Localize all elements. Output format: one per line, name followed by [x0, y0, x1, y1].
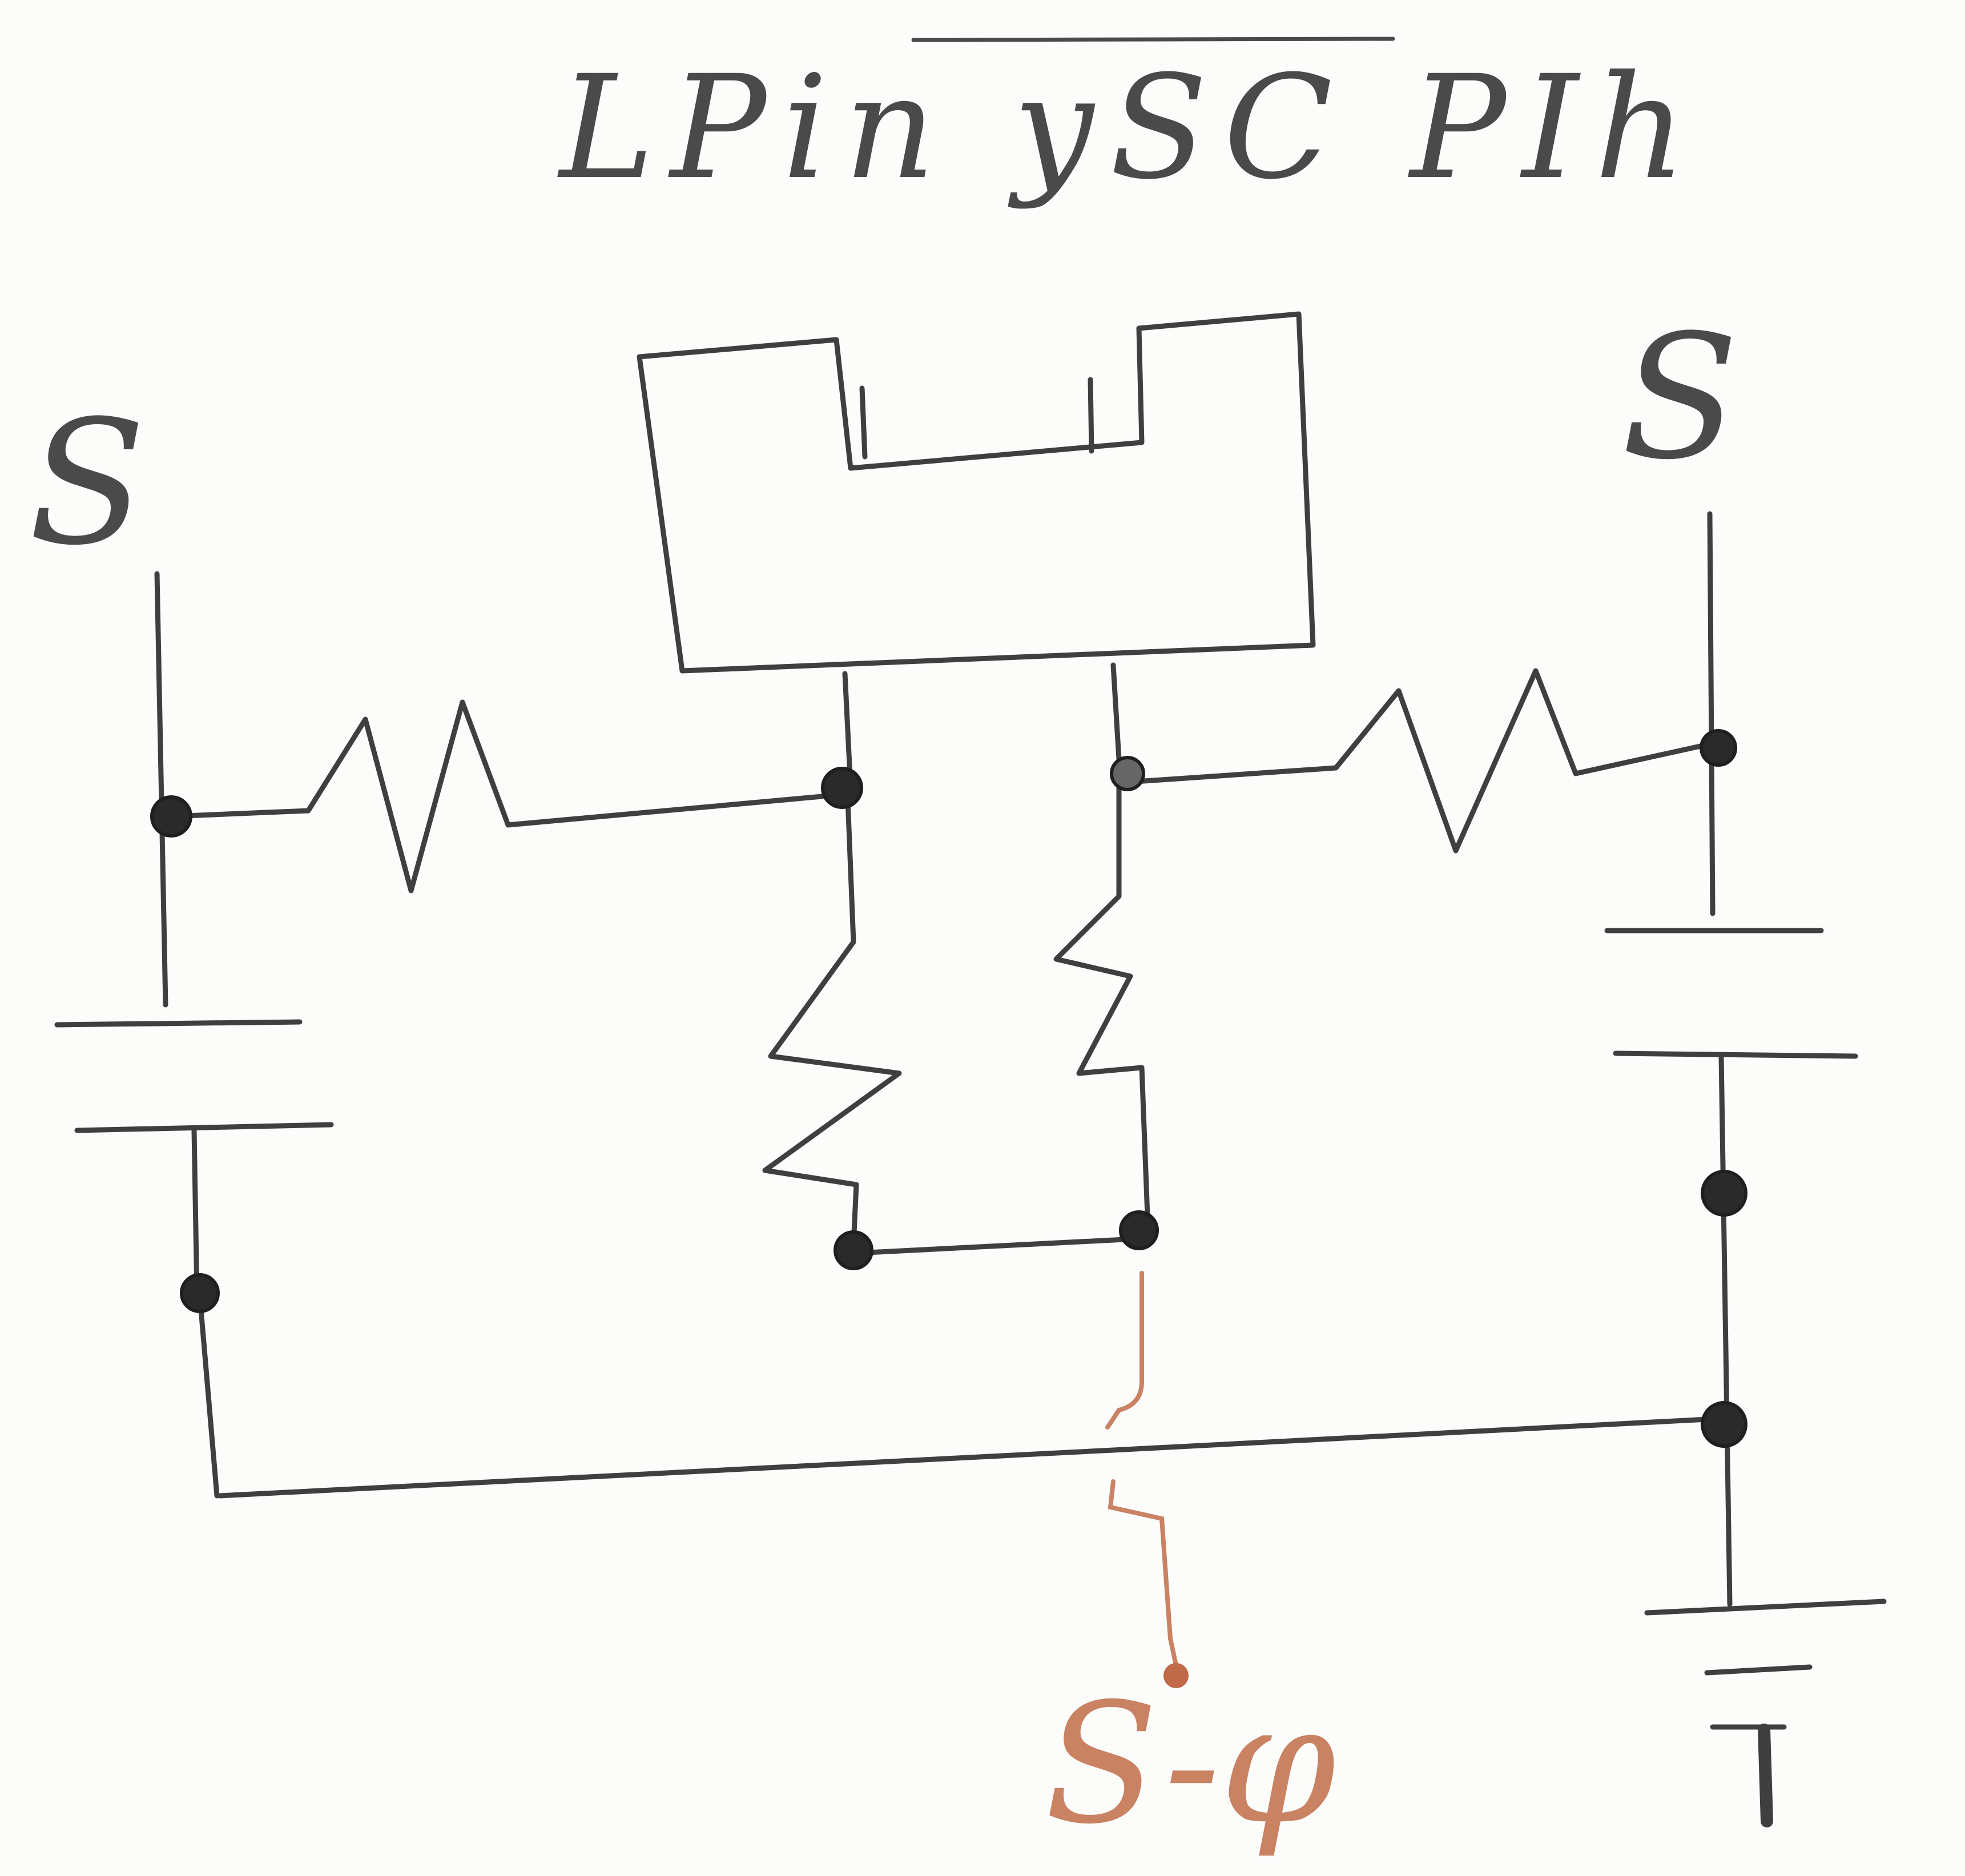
resistor-bridge-wire — [853, 1236, 1139, 1256]
left-capacitor-lower-wire — [191, 1128, 200, 1299]
output-label: S-φ — [1045, 1668, 1336, 1861]
chip-block — [637, 311, 1316, 674]
junction-dot — [821, 767, 863, 809]
junction-dot — [1701, 1401, 1747, 1448]
output-wire — [1105, 1271, 1181, 1681]
left-ground-drop-wire — [197, 1293, 220, 1499]
center-left-vertical-resistor — [762, 796, 902, 1247]
junction-dot — [1701, 1170, 1747, 1217]
left-horizontal-resistor — [168, 699, 825, 893]
right-horizontal-resistor — [1125, 668, 1721, 854]
junction-dot — [180, 1273, 220, 1313]
junction-dot — [150, 795, 192, 838]
title-overline — [911, 37, 1395, 42]
junction-dot — [1700, 729, 1737, 767]
output-terminal-dot — [1163, 1663, 1189, 1688]
chip-right-leg — [1110, 662, 1122, 762]
bottom-return-wire — [217, 1416, 1721, 1499]
right-capacitor — [1604, 928, 1858, 1059]
ground-symbol — [1644, 1599, 1887, 1827]
left-supply-label: S — [29, 384, 146, 583]
diagram-title: LPin ySC PIh — [557, 45, 1702, 211]
chip-notch-mark-left — [859, 385, 868, 460]
chip-notch-mark-right — [1088, 377, 1094, 454]
junction-dot — [1110, 756, 1145, 791]
left-supply-wire — [154, 571, 168, 1008]
junction-dot — [833, 1230, 873, 1270]
left-capacitor — [54, 1019, 334, 1133]
right-supply-wire — [1707, 511, 1716, 916]
right-supply-label: S — [1621, 298, 1739, 497]
junction-dot — [1119, 1210, 1159, 1250]
right-capacitor-lower-wire — [1718, 1053, 1733, 1607]
center-right-vertical-resistor — [1053, 765, 1150, 1219]
